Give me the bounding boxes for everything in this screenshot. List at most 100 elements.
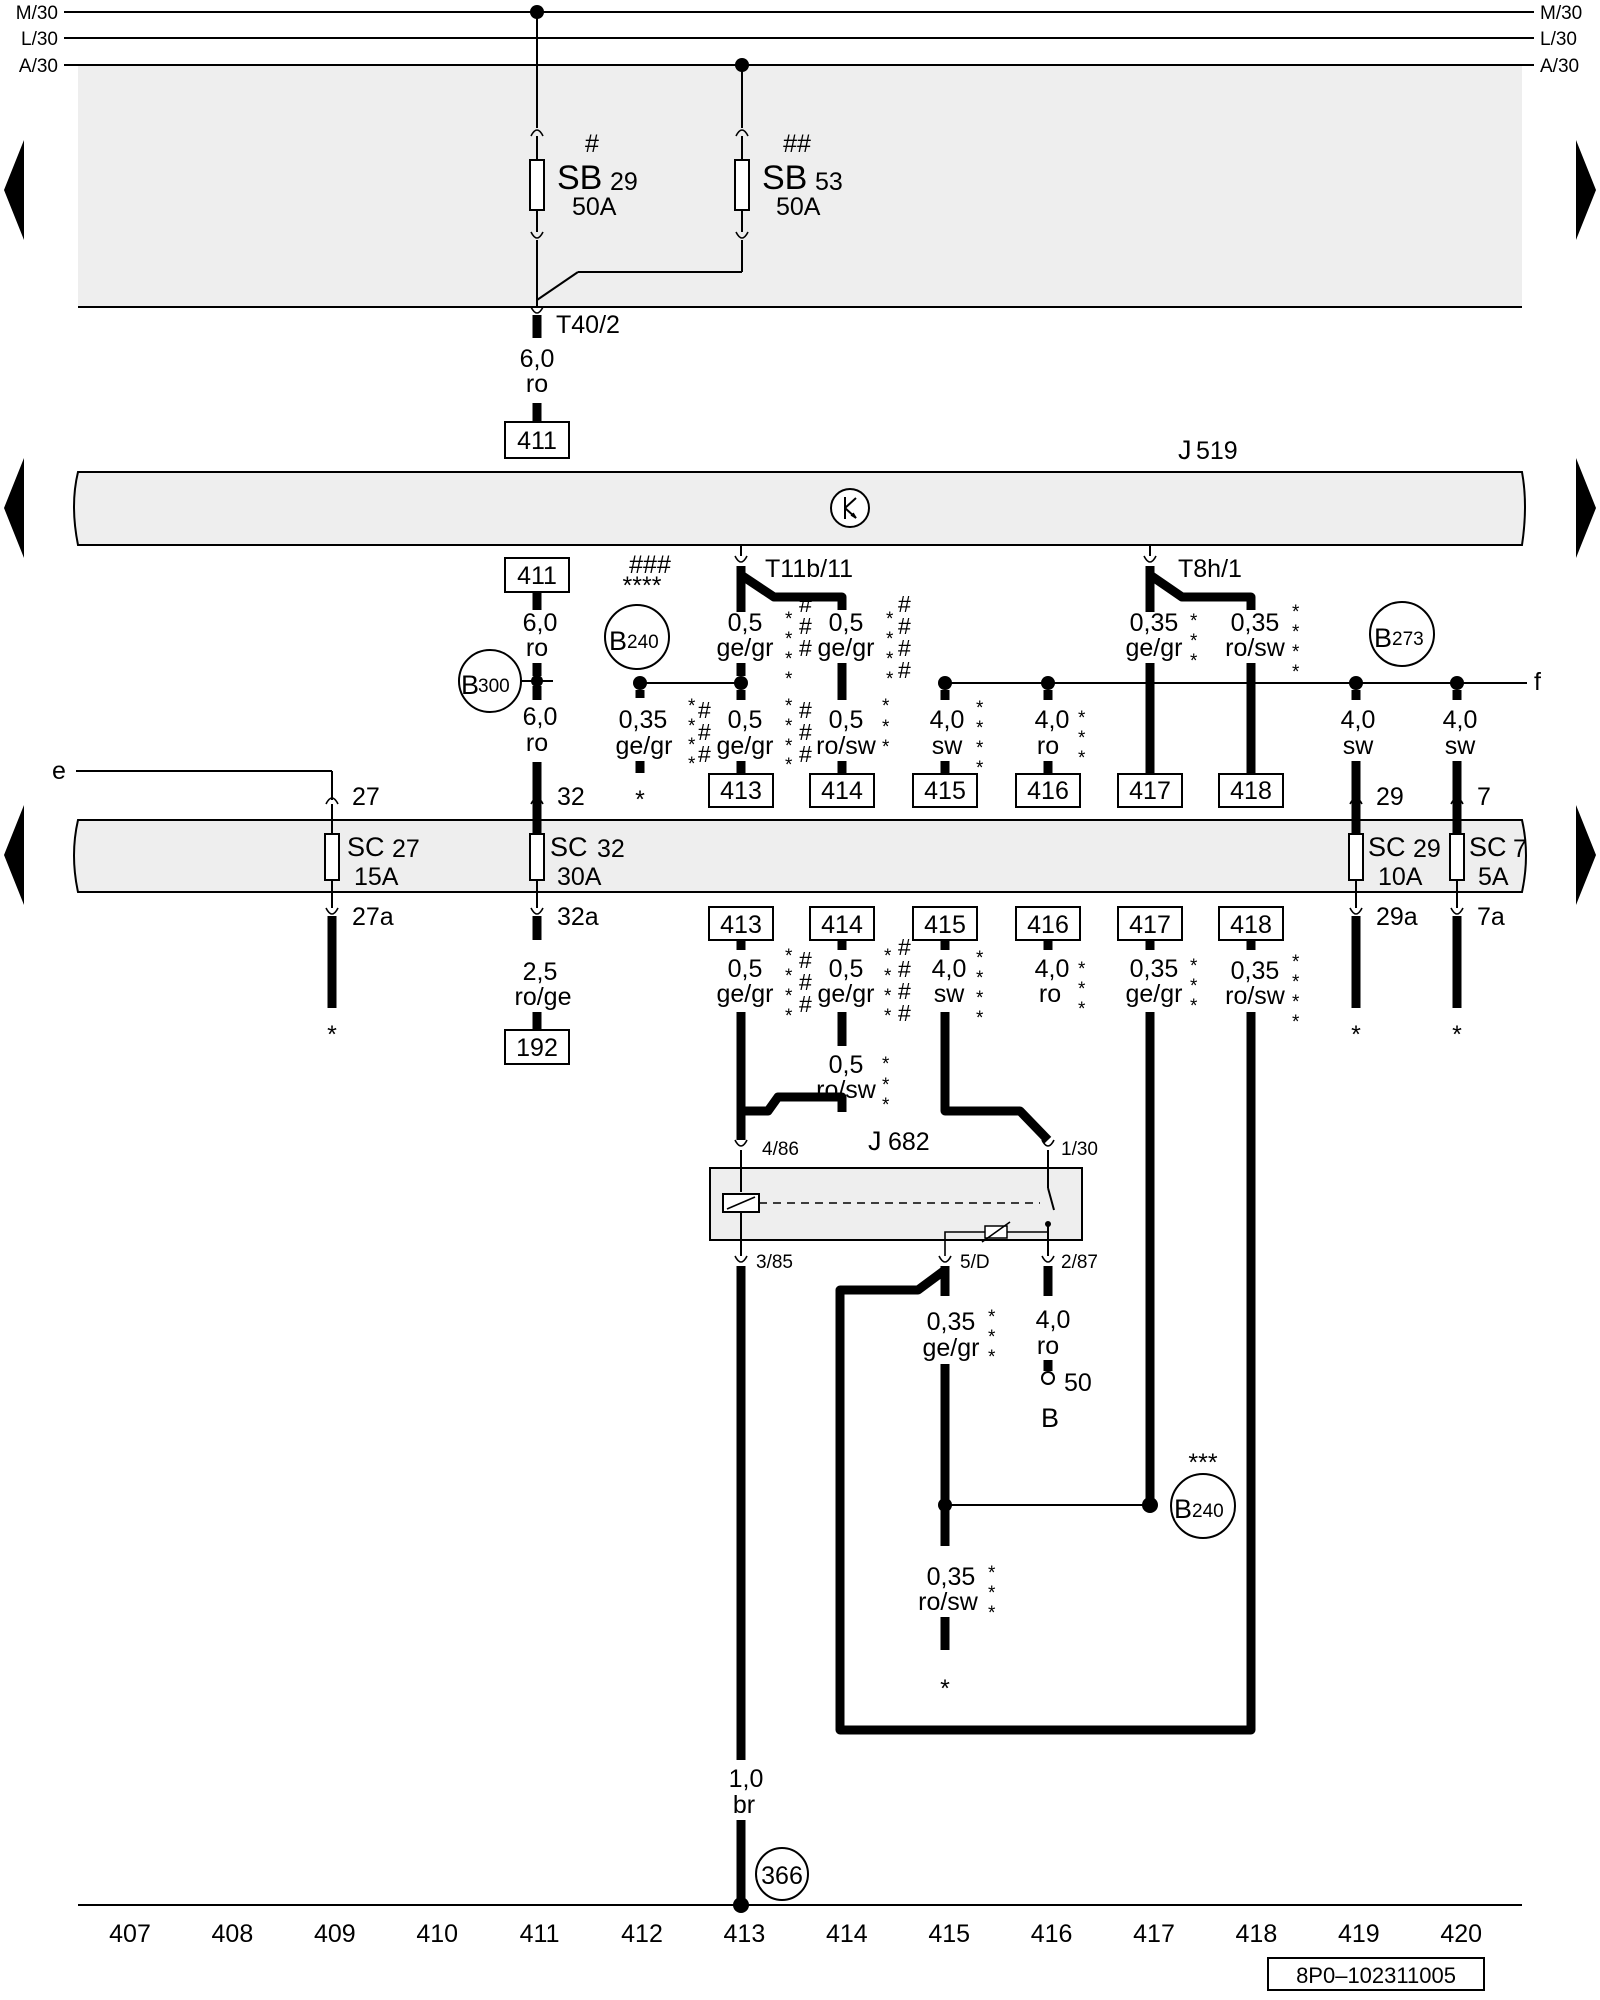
drawing-code-box (1267, 1957, 1485, 1991)
svg-text:*: * (1078, 959, 1086, 980)
wire-size: 4,0 (1035, 955, 1070, 983)
svg-text:#: # (698, 741, 711, 767)
wire-ref: 416 (1027, 777, 1069, 805)
wire-ref: 413 (720, 911, 762, 939)
svg-text:*: * (976, 988, 984, 1009)
wire-ref: 414 (821, 911, 863, 939)
wire-ref: 411 (517, 427, 557, 455)
svg-text:*: * (1292, 992, 1300, 1013)
svg-text:*: * (688, 754, 696, 775)
module-j519: J 519 (73, 435, 1526, 546)
svg-text:*: * (1351, 1021, 1361, 1049)
wire-ref-box (1117, 773, 1183, 808)
fuse-pin: 29 (1376, 783, 1404, 811)
relay-pin: 4/86 (762, 1139, 799, 1160)
wire-size: 0,35 (619, 706, 668, 734)
relay-pin: 3/85 (756, 1252, 793, 1273)
ground-name: B (609, 626, 627, 656)
svg-text:*: * (785, 609, 793, 630)
svg-text:*: * (988, 1583, 996, 1604)
fuse-name: SC (1469, 832, 1507, 862)
wire-412: 0,35 ge/gr * * * * * # # # (616, 676, 711, 814)
svg-text:*: * (988, 1307, 996, 1328)
wire-ref: 417 (1129, 777, 1171, 805)
fuse-pin: 27 (352, 783, 380, 811)
column-number: 413 (724, 1920, 766, 1948)
fuse-rating: 50A (776, 193, 821, 221)
terminal-name: B (1041, 1403, 1059, 1433)
wire-size: 0,5 (829, 609, 864, 637)
wire-size: 4,0 (930, 706, 965, 734)
svg-text:*: * (882, 1075, 890, 1096)
svg-text:*: * (327, 1021, 337, 1049)
svg-text:*: * (785, 755, 793, 776)
fuse-pin: 32a (557, 903, 599, 931)
svg-text:*: * (785, 966, 793, 987)
svg-text:#: # (799, 591, 812, 617)
svg-text:#: # (799, 613, 812, 639)
svg-text:*: * (1292, 952, 1300, 973)
wire-size: 0,35 (1130, 609, 1179, 637)
wire-ref-box (504, 421, 570, 459)
wire-color: br (733, 1791, 755, 1819)
fuse-rating: 30A (557, 863, 602, 891)
ground-point-b240-upper: B 240 (604, 604, 670, 670)
svg-text:#: # (898, 613, 911, 639)
wire-size: 0,35 (927, 1563, 976, 1591)
wire-color: ro (526, 370, 548, 398)
fuse-number: 7 (1513, 835, 1527, 863)
svg-text:*: * (1292, 602, 1300, 623)
wire-ref-box (912, 773, 978, 808)
ground-number: 366 (761, 1862, 803, 1890)
svg-text:*: * (882, 717, 890, 738)
side-label-f: f (1534, 668, 1541, 696)
rail-label-m30: M/30 (16, 3, 58, 24)
svg-text:#: # (898, 657, 911, 683)
ground-point-366: 366 (755, 1847, 809, 1901)
svg-text:#: # (898, 591, 911, 617)
wire-411-middle: 411 6,0 ro 6,0 ro (504, 557, 570, 797)
svg-text:*: * (976, 738, 984, 759)
module-name: J (1178, 435, 1192, 465)
svg-text:*: * (1078, 999, 1086, 1020)
wire-ref: 414 (821, 777, 863, 805)
relay-output-5d: 0,35 ge/gr * * * 0,35 ro/sw * * * * (835, 1012, 1256, 1735)
wire-ref-box (1015, 773, 1081, 808)
wire-size: 4,0 (1341, 706, 1376, 734)
fuse-mark: # (585, 130, 599, 158)
ground-name: B (461, 670, 479, 700)
wire-size: 0,35 (1130, 955, 1179, 983)
fuse-name: SC (1368, 832, 1406, 862)
wire-418-lower: 0,35 ro/sw * * * * (1225, 940, 1300, 1033)
rail-label-l30: L/30 (21, 29, 58, 50)
wire-size: 6,0 (523, 609, 558, 637)
terminal-number: 50 (1064, 1369, 1092, 1397)
svg-text:*: * (1078, 748, 1086, 769)
wire-414-upper: 0,5 ge/gr 0,5 ro/sw 414 * * * * # # # # … (809, 591, 911, 808)
fuse-pin: 7 (1477, 783, 1491, 811)
fuse-mark: ## (783, 130, 811, 158)
wire-size: 0,5 (829, 955, 864, 983)
ground-name: B (1174, 1494, 1192, 1524)
wire-ref-box (504, 557, 570, 593)
svg-text:*: * (884, 946, 892, 967)
column-number: 419 (1338, 1920, 1380, 1948)
svg-text:#: # (799, 635, 812, 661)
column-number: 416 (1031, 1920, 1073, 1948)
svg-text:*: * (1292, 972, 1300, 993)
rail-label-m30-right: M/30 (1540, 3, 1582, 24)
wire-417-lower: 0,35 ge/gr * * * (1126, 940, 1198, 1017)
svg-text:*: * (882, 696, 890, 717)
wire-ref: 417 (1129, 911, 1171, 939)
fuse-number: 27 (392, 835, 420, 863)
wire-ref: 418 (1230, 777, 1272, 805)
rail-label-a30: A/30 (19, 56, 58, 77)
wire-ref: 413 (720, 777, 762, 805)
fuse-panel-background (78, 65, 1522, 307)
svg-text:*: * (886, 669, 894, 690)
wire-color: ge/gr (1126, 980, 1183, 1008)
wire-ref: 418 (1230, 911, 1272, 939)
power-rails: M/30 L/30 A/30 M/30 L/30 A/30 (16, 3, 1583, 77)
svg-text:*: * (1078, 708, 1086, 729)
svg-text:*: * (785, 669, 793, 690)
